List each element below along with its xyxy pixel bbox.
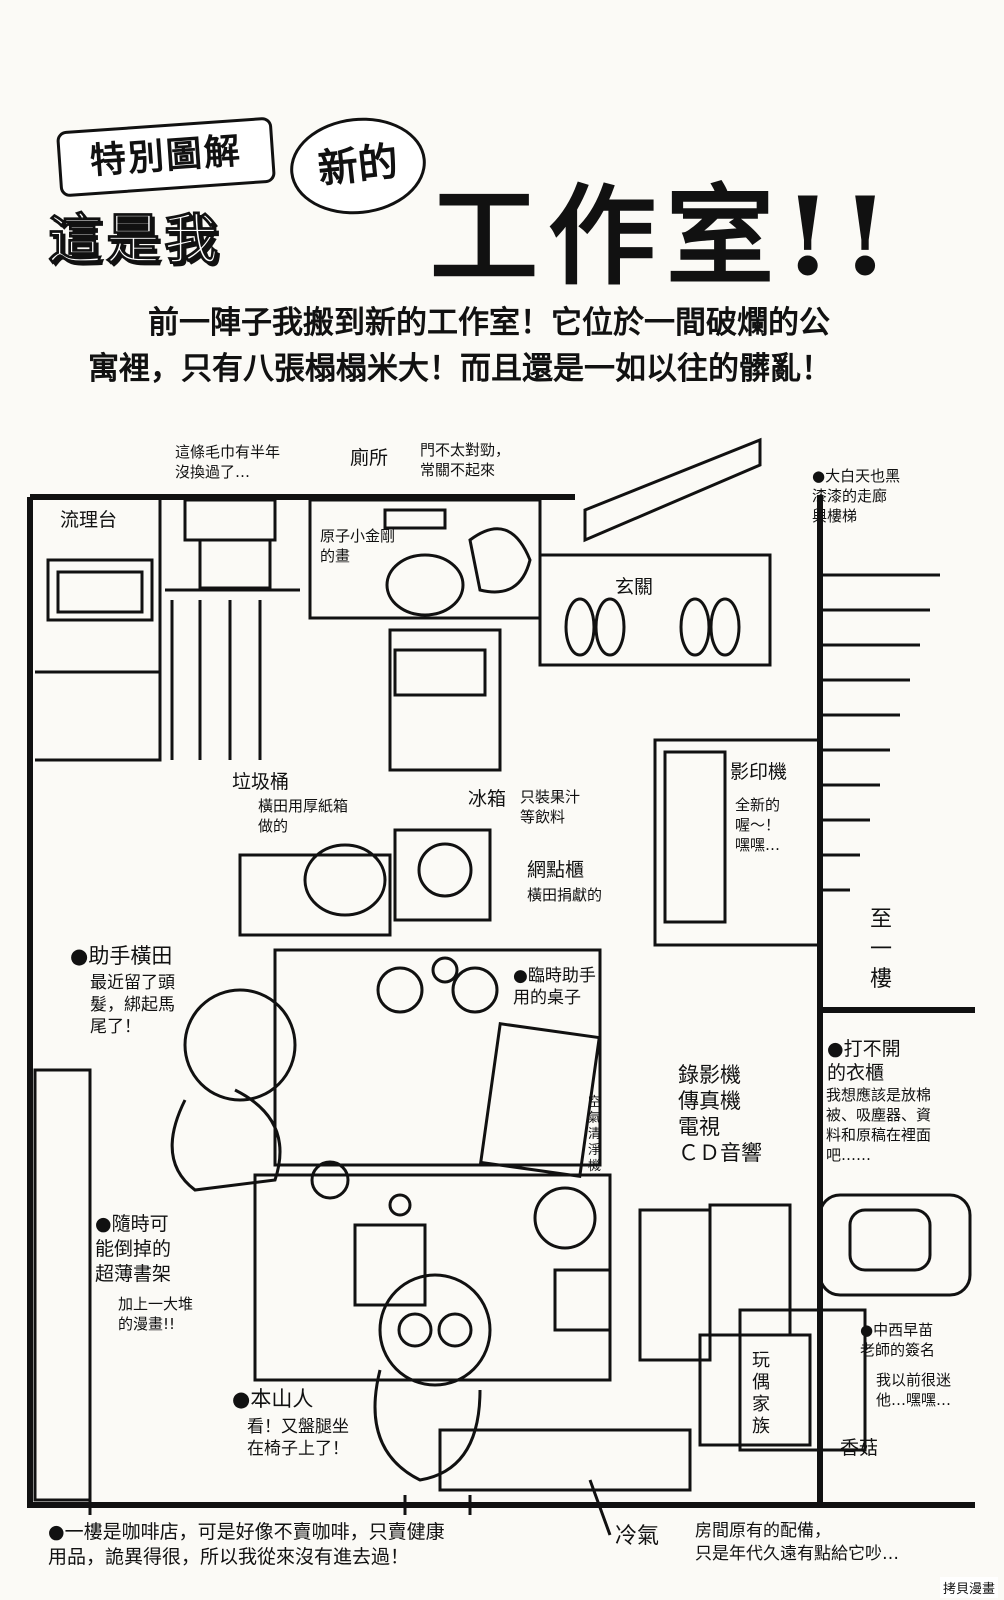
author-note: 看！又盤腿坐 在椅子上了！	[247, 1417, 349, 1459]
stairs-label: 至 一 樓	[870, 907, 893, 992]
signature-note: 我以前很迷 他…嘿嘿…	[876, 1371, 952, 1409]
copier-label: 影印機	[730, 761, 788, 783]
mushroom-label: 香菇	[840, 1437, 879, 1459]
page-title: 工作室!!	[430, 174, 899, 300]
copier-note: 全新的 喔〜！ 嘿嘿…	[735, 796, 781, 854]
av-label: 錄影機 傳真機 電視 ＣＤ音響	[678, 1063, 762, 1165]
toilet-label: 廁所	[350, 447, 389, 469]
screen-cabinet-note: 橫田捐獻的	[527, 886, 603, 904]
corridor-label: ●大白天也黑 漆漆的走廊 與樓梯	[812, 467, 901, 525]
fridge-note: 只裝果汁 等飲料	[520, 788, 581, 826]
door-label: 門不太對勁， 常關不起來	[420, 441, 511, 479]
signature-label: ●中西早苗 老師的簽名	[860, 1321, 936, 1359]
entrance-label: 玄關	[615, 576, 654, 598]
original-equipment-label: 房間原有的配備， 只是年代久遠有點給它吵…	[695, 1521, 899, 1564]
aircon-label: 冷氣	[615, 1524, 660, 1549]
bookshelf-label: ●隨時可 能倒掉的 超薄書架	[95, 1213, 172, 1285]
title-line1: 這是我	[48, 208, 222, 272]
source-credit: 拷貝漫畫	[939, 1577, 998, 1598]
closet-label: ●打不開 的衣櫃	[827, 1038, 901, 1084]
closet-note: 我想應該是放棉 被、吸塵器、資 料和原稿在裡面 吧……	[826, 1086, 932, 1164]
intro-text: 前一陣子我搬到新的工作室！它位於一間破爛的公寓裡，只有八張榻榻米大！而且還是一如…	[88, 305, 832, 387]
assistant-label: ●助手橫田	[70, 944, 173, 968]
towel-label: 這條毛巾有半年 沒換過了…	[175, 443, 281, 481]
sink-label: 流理台	[60, 509, 118, 531]
bookshelf-note: 加上一大堆 的漫畫!!	[118, 1295, 194, 1333]
temp-desk-label: ●臨時助手 用的桌子	[513, 966, 596, 1008]
assistant-note: 最近留了頭 髮，綁起馬 尾了！	[90, 973, 175, 1037]
screen-cabinet-label: 網點櫃	[527, 859, 585, 881]
author-label: ●本山人	[232, 1387, 314, 1411]
painting-label: 原子小金剛 的畫	[320, 527, 396, 565]
footer-note: ●一樓是咖啡店，可是好像不賣咖啡，只賣健康 用品，詭異得很，所以我從來沒有進去過…	[48, 1521, 445, 1568]
fridge-label: 冰箱	[468, 788, 507, 810]
dolls-label: 玩 偶 家 族	[752, 1350, 770, 1437]
trash-label: 垃圾桶	[232, 771, 290, 793]
air-purifier-label: 空 氣 清 淨 機	[588, 1095, 602, 1174]
trash-note: 橫田用厚紙箱 做的	[258, 797, 349, 835]
